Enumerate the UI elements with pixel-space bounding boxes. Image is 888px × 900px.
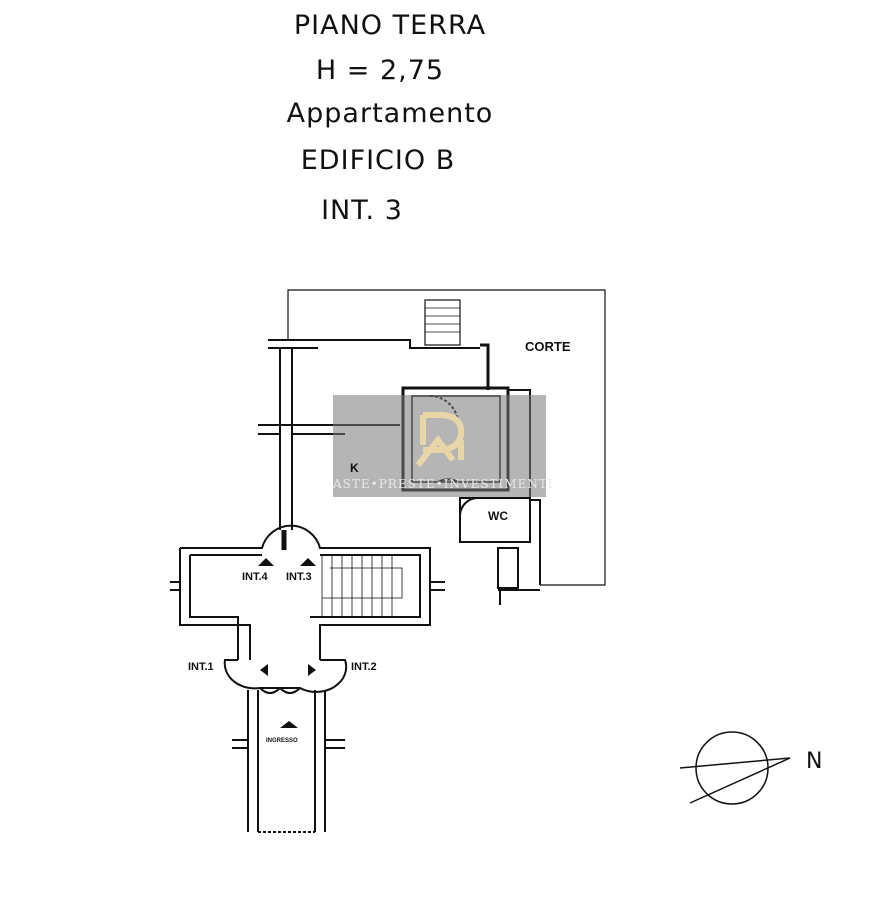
int4-label: INT.4 <box>242 571 269 583</box>
ceiling-height: H = 2,75 <box>315 55 445 86</box>
entrance-label: INGRESSO <box>266 738 298 744</box>
watermark-logo-icon <box>415 412 465 467</box>
courtyard-boundary <box>287 289 606 586</box>
int4-arrow-icon <box>258 558 274 566</box>
int1-arrow-icon <box>260 664 268 676</box>
wc-label: WC <box>488 509 508 523</box>
int3-label: INT.3 <box>286 571 312 583</box>
int3-arrow-icon <box>300 558 316 566</box>
watermark: ASTE•PRESTE•INVESTIMENTI <box>333 395 554 497</box>
north-label: N <box>806 749 822 774</box>
int2-label: INT.2 <box>351 661 377 673</box>
floor-title: PIANO TERRA <box>293 10 487 41</box>
unit-number: INT. 3 <box>321 195 403 226</box>
compass-icon <box>679 731 791 805</box>
kitchen-label: K <box>350 461 359 475</box>
courtyard-label: CORTE <box>525 339 571 354</box>
watermark-text: ASTE•PRESTE•INVESTIMENTI <box>333 477 554 491</box>
entrance-arrow-icon <box>280 721 298 728</box>
int2-arrow-icon <box>308 664 316 676</box>
building-label: EDIFICIO B <box>300 145 456 176</box>
unit-type: Appartamento <box>286 98 494 129</box>
int1-label: INT.1 <box>188 661 214 673</box>
